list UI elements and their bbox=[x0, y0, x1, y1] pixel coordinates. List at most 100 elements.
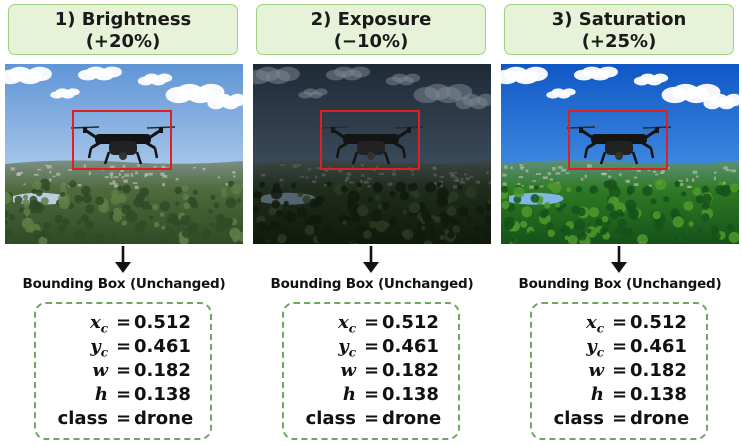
building bbox=[520, 167, 524, 170]
panel-header: 1) Brightness (+20%) bbox=[8, 4, 238, 55]
building bbox=[144, 173, 147, 178]
tree bbox=[374, 194, 381, 201]
panel-header: 3) Saturation (+25%) bbox=[504, 4, 734, 55]
cloud bbox=[598, 66, 619, 78]
tree bbox=[149, 215, 154, 220]
tree bbox=[58, 197, 71, 209]
tree bbox=[629, 208, 640, 218]
bbox-title: Bounding Box (Unchanged) bbox=[270, 276, 474, 292]
tree bbox=[240, 182, 243, 187]
tree bbox=[285, 234, 297, 244]
var-name: h bbox=[590, 384, 604, 405]
bbox-values-panel: xc=0.512 yc=0.461 w=0.182 h=0.138 class=… bbox=[34, 302, 212, 440]
tree bbox=[578, 232, 587, 241]
building bbox=[202, 167, 206, 171]
tree bbox=[434, 216, 441, 223]
tree bbox=[395, 181, 406, 193]
tree bbox=[626, 189, 633, 196]
cloud bbox=[275, 66, 300, 82]
building bbox=[456, 178, 460, 182]
tree bbox=[501, 185, 508, 193]
building bbox=[452, 185, 457, 189]
bounding-box-outline bbox=[320, 110, 420, 170]
tree bbox=[446, 196, 453, 204]
bbox-row-class: class=drone bbox=[532, 408, 710, 430]
tree bbox=[399, 191, 410, 201]
building bbox=[488, 181, 491, 185]
building bbox=[109, 165, 115, 169]
bounding-box-outline bbox=[568, 110, 668, 170]
building bbox=[148, 172, 153, 176]
building bbox=[411, 173, 414, 176]
tree bbox=[458, 206, 469, 217]
tree bbox=[35, 189, 43, 197]
building bbox=[17, 172, 21, 176]
var-subscript: c bbox=[596, 345, 604, 360]
tree bbox=[212, 239, 220, 244]
building bbox=[367, 177, 372, 180]
equals-sign: = bbox=[116, 384, 132, 405]
building bbox=[324, 169, 328, 172]
tree bbox=[375, 220, 388, 232]
building bbox=[510, 166, 513, 169]
building bbox=[324, 184, 329, 187]
building bbox=[502, 173, 507, 177]
tree bbox=[31, 188, 38, 194]
tree bbox=[5, 229, 13, 237]
building bbox=[536, 173, 541, 175]
tree bbox=[389, 191, 396, 197]
building bbox=[344, 179, 348, 183]
tree bbox=[606, 179, 618, 191]
building bbox=[448, 172, 453, 175]
building bbox=[433, 182, 438, 185]
tree bbox=[692, 187, 701, 196]
tree bbox=[29, 199, 38, 207]
tree bbox=[181, 228, 192, 239]
tree bbox=[231, 183, 242, 195]
tree bbox=[373, 182, 381, 189]
building bbox=[654, 173, 659, 176]
tree bbox=[208, 209, 213, 214]
building bbox=[314, 175, 318, 179]
var-name: y bbox=[338, 336, 349, 357]
var-name: h bbox=[94, 384, 108, 405]
tree bbox=[181, 184, 189, 192]
drone bbox=[70, 126, 176, 165]
cloud bbox=[404, 73, 421, 83]
tree bbox=[701, 185, 709, 194]
tree bbox=[187, 196, 197, 206]
tree bbox=[681, 191, 687, 197]
cloud bbox=[27, 66, 52, 82]
building bbox=[486, 171, 489, 174]
building bbox=[460, 178, 464, 181]
tree bbox=[568, 243, 571, 244]
building bbox=[667, 167, 670, 170]
building bbox=[504, 165, 508, 169]
equals-sign: = bbox=[364, 360, 380, 381]
building bbox=[465, 177, 470, 181]
bbox-value: 0.461 bbox=[382, 336, 439, 357]
tree bbox=[169, 229, 175, 234]
building bbox=[233, 175, 236, 178]
tree bbox=[467, 243, 471, 244]
tree bbox=[44, 185, 50, 191]
equals-sign: = bbox=[364, 384, 380, 405]
building bbox=[360, 179, 363, 183]
tree bbox=[200, 228, 212, 240]
tree bbox=[182, 193, 190, 201]
bbox-value: 0.512 bbox=[134, 312, 191, 333]
var-name: x bbox=[337, 312, 349, 333]
tree bbox=[408, 182, 418, 192]
building bbox=[634, 176, 637, 179]
tree bbox=[674, 235, 686, 244]
tree bbox=[437, 187, 449, 199]
tree bbox=[711, 231, 721, 241]
tree bbox=[555, 202, 561, 208]
building bbox=[549, 178, 553, 181]
building bbox=[33, 173, 39, 176]
tree bbox=[425, 182, 436, 193]
tree bbox=[609, 210, 619, 220]
tree bbox=[599, 227, 608, 235]
drone bbox=[318, 126, 424, 165]
tree bbox=[342, 220, 348, 226]
